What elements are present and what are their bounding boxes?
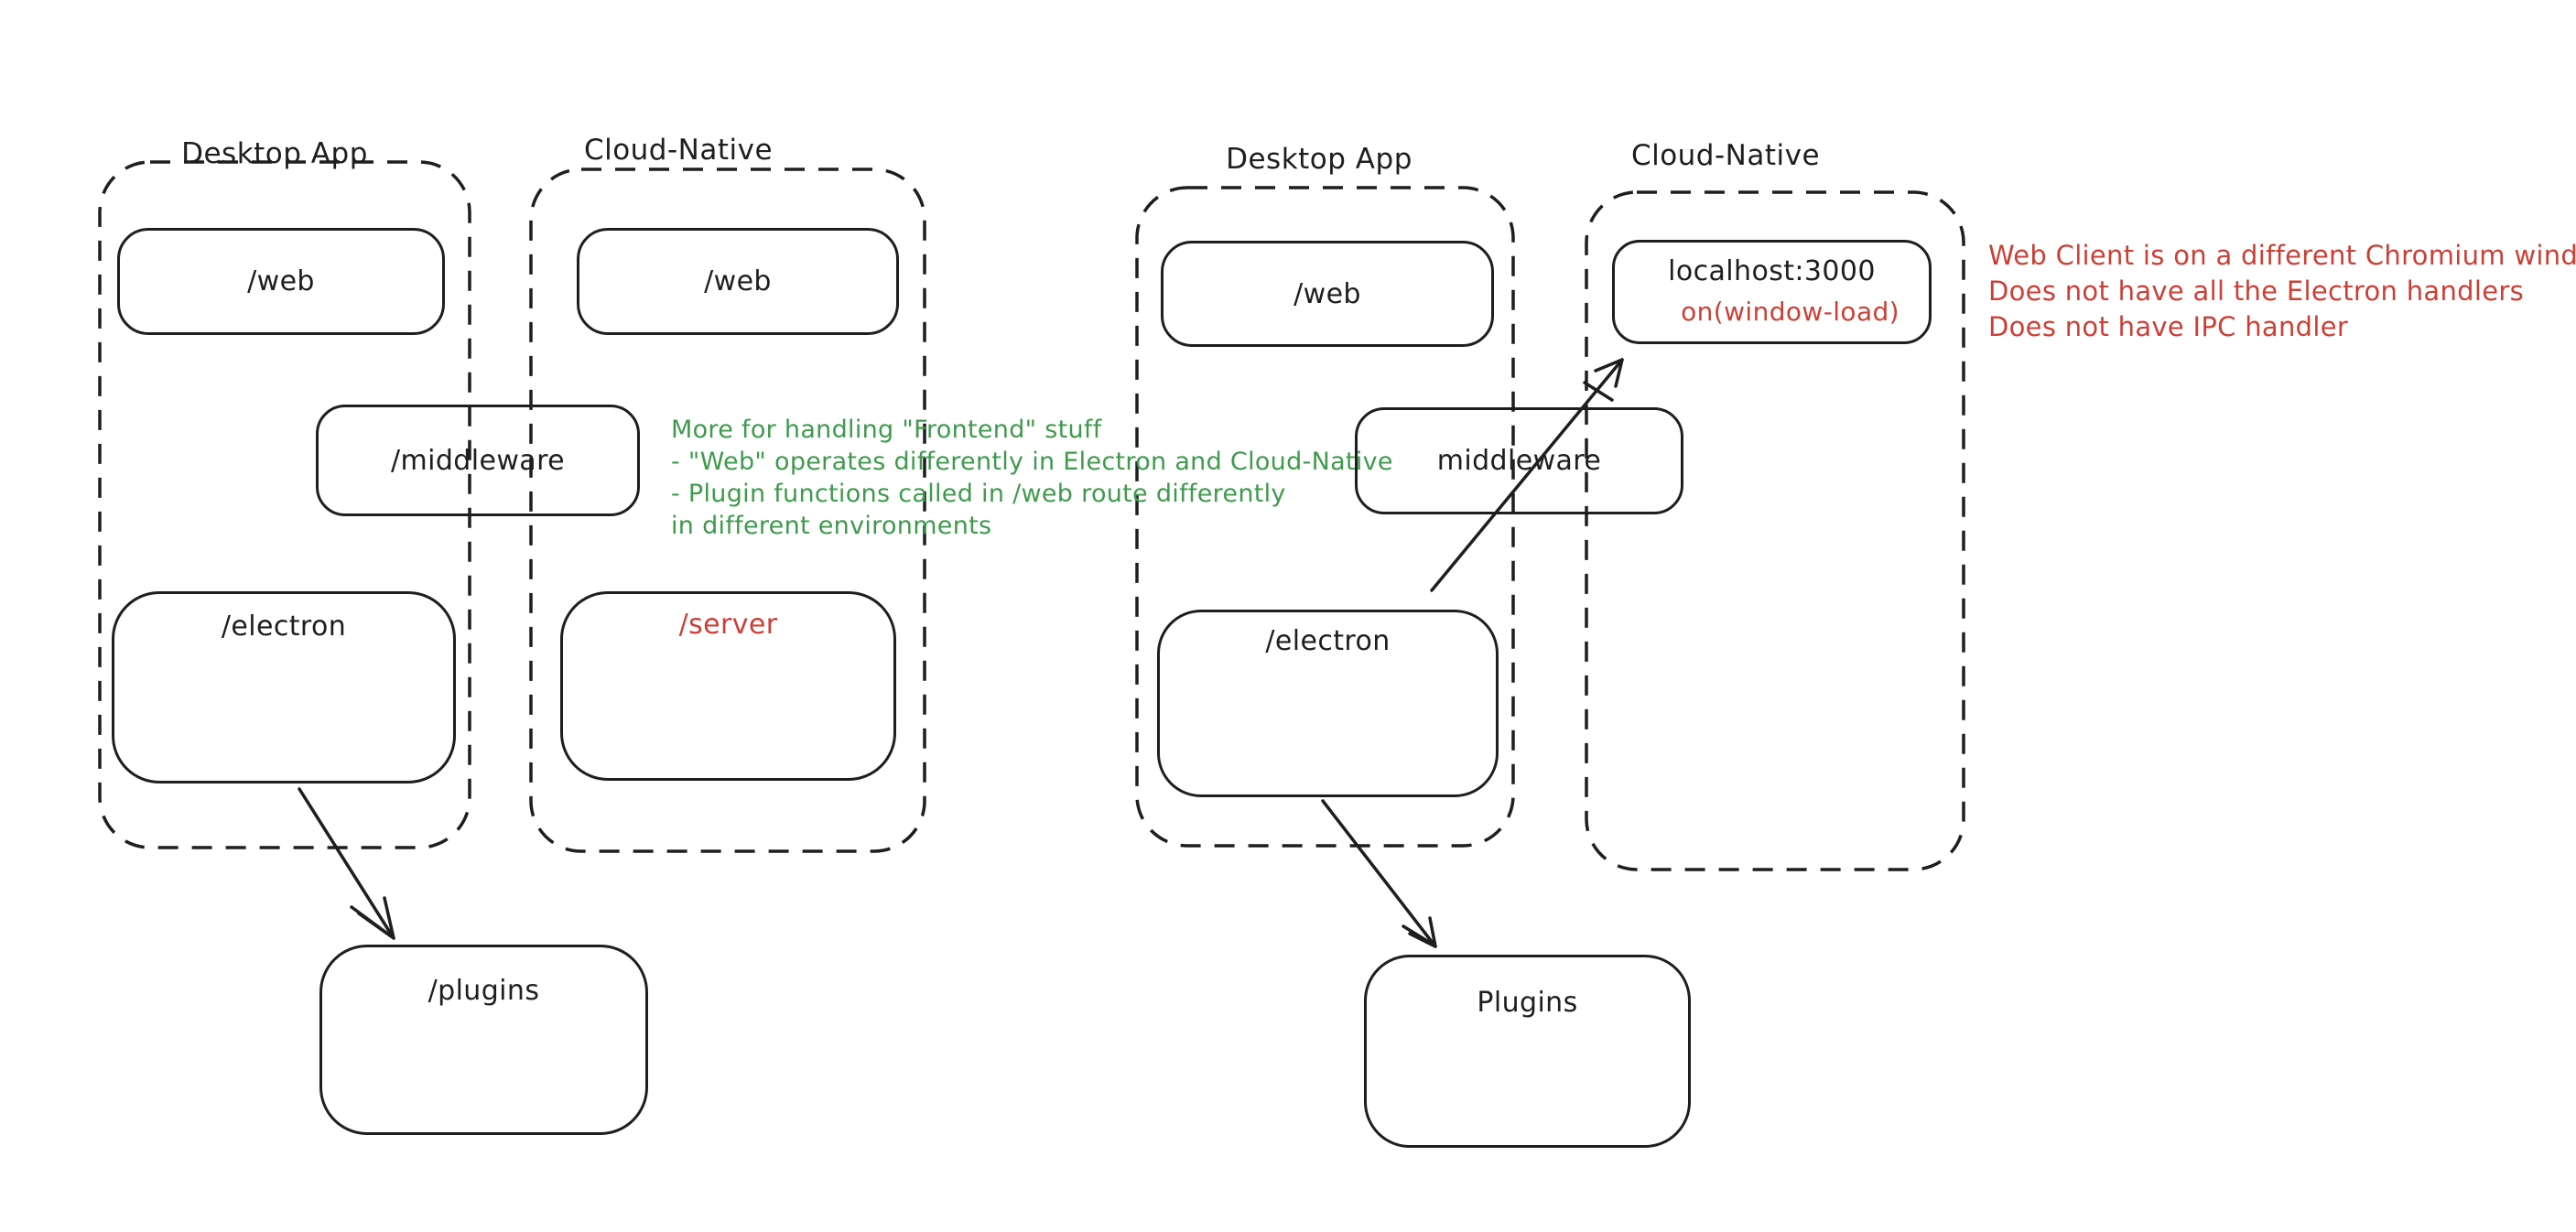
- electron-label: /electron: [1265, 625, 1391, 657]
- green-annotation-line: More for handling "Frontend" stuff: [671, 416, 1102, 444]
- plugins-label: /plugins: [428, 975, 540, 1007]
- web-route-label: /web: [247, 265, 315, 297]
- plugins-box-right: Plugins: [1364, 955, 1691, 1148]
- arrowhead: [1408, 916, 1437, 948]
- electron-label: /electron: [221, 611, 347, 643]
- green-annotation-line: - Plugin functions called in /web route …: [671, 480, 1286, 508]
- arrowhead: [357, 896, 395, 940]
- plugins-box-left: /plugins: [319, 945, 648, 1135]
- server-label: /server: [678, 609, 778, 641]
- arrowhead-sketch-stroke: [1402, 924, 1434, 946]
- red-annotation-line: Does not have all the Electron handlers: [1988, 276, 2524, 307]
- plugins-label: Plugins: [1477, 987, 1578, 1019]
- web-route-box-left-desktop: /web: [117, 228, 445, 335]
- middleware-label: /middleware: [391, 444, 565, 477]
- server-box: /server: [560, 591, 896, 781]
- desktop-app-title-right: Desktop App: [1226, 143, 1412, 176]
- arrow-electron-to-plugins-left: [298, 787, 395, 940]
- electron-box-right: /electron: [1157, 610, 1499, 797]
- web-route-box-left-cloud: /web: [577, 228, 899, 335]
- arrow-electron-to-plugins-right: [1321, 799, 1437, 948]
- arrowhead: [1594, 358, 1624, 388]
- cloud-native-title-left: Cloud-Native: [583, 134, 774, 167]
- web-route-label: /web: [1293, 277, 1361, 310]
- green-annotation-line: in different environments: [671, 512, 992, 540]
- middleware-box-left: /middleware: [316, 405, 640, 516]
- desktop-app-title-left: Desktop App: [181, 137, 368, 170]
- red-annotation: Web Client is on a different Chromium wi…: [1988, 238, 2576, 345]
- localhost-box: localhost:3000 on(window-load): [1612, 240, 1932, 344]
- red-annotation-line: Web Client is on a different Chromium wi…: [1988, 240, 2576, 271]
- electron-box-left: /electron: [112, 591, 456, 784]
- green-annotation-line: - "Web" operates differently in Electron…: [671, 448, 1393, 476]
- localhost-label: localhost:3000: [1668, 255, 1876, 287]
- cloud-native-title-right: Cloud-Native: [1630, 139, 1821, 172]
- arrowhead-sketch-stroke: [350, 905, 392, 937]
- middleware-box-right: middleware: [1355, 407, 1683, 514]
- web-route-label: /web: [704, 265, 772, 297]
- web-route-box-right-desktop: /web: [1161, 241, 1494, 347]
- red-annotation-line: Does not have IPC handler: [1988, 311, 2349, 342]
- window-load-label: on(window-load): [1681, 297, 1900, 327]
- arrowhead-sketch-stroke: [1583, 381, 1614, 402]
- middleware-label: middleware: [1436, 445, 1602, 477]
- green-annotation: More for handling "Frontend" stuff - "We…: [671, 414, 1393, 542]
